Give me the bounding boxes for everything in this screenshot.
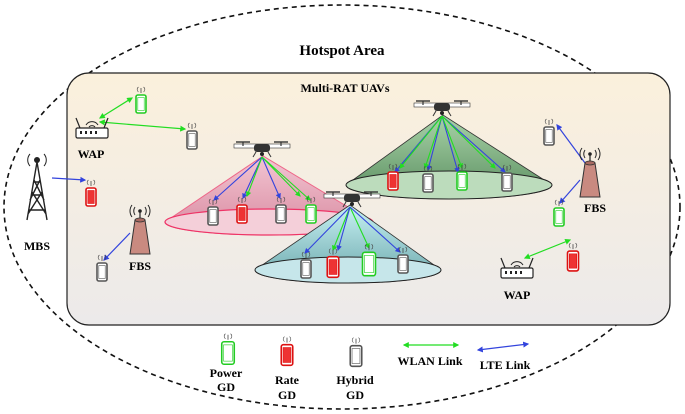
phone-icon [207, 198, 219, 226]
legend-hybrid-line2: GD [346, 388, 364, 402]
wlan-link [523, 238, 572, 260]
wap-label: WAP [504, 288, 531, 302]
phone-icon [135, 86, 147, 114]
ground-devices [85, 86, 580, 368]
femtocell-icon [129, 204, 151, 255]
phone-icon [553, 199, 565, 227]
legend-power-line2: GD [217, 380, 235, 394]
phone-icon [397, 246, 409, 274]
legend-hybrid-line1: Hybrid [336, 373, 374, 387]
fbs-label: FBS [129, 259, 151, 273]
phone-icon [422, 165, 434, 193]
legend-lte-label: LTE Link [480, 358, 531, 372]
phone-icon [361, 243, 377, 277]
legend: Power GD Rate GD Hybrid GD WLAN Link LTE… [210, 341, 531, 402]
phone-icon [326, 248, 340, 279]
legend-rate-line2: GD [278, 388, 296, 402]
mbs-label: MBS [24, 239, 50, 253]
router-icon [75, 117, 109, 139]
fbs-label: FBS [584, 201, 606, 215]
tower-icon [26, 153, 48, 221]
phone-icon [305, 196, 317, 224]
lte-link [51, 176, 87, 183]
phone-icon [456, 163, 468, 191]
legend-rate-line1: Rate [275, 373, 300, 387]
phone-icon [186, 122, 198, 150]
antenna-icon [351, 337, 361, 345]
phone-icon [300, 251, 312, 279]
phone-icon [566, 242, 580, 272]
phone-icon [220, 333, 236, 366]
femtocell-icon [579, 147, 601, 198]
legend-lte-arrow [476, 341, 530, 353]
router-icon [500, 257, 534, 279]
wap-label: WAP [78, 147, 105, 161]
phone-icon [387, 163, 399, 191]
legend-power-line1: Power [210, 366, 243, 380]
phone-icon [280, 336, 294, 367]
legend-wlan-label: WLAN Link [397, 354, 462, 368]
uav-area-title: Multi-RAT UAVs [300, 81, 389, 95]
lte-link [103, 232, 131, 261]
lte-link [559, 179, 581, 204]
wlan-link [98, 119, 187, 132]
phone-icon [85, 179, 97, 207]
phone-icon [275, 196, 287, 224]
wlan-link [98, 97, 134, 119]
antenna-icon [282, 336, 292, 344]
antenna-icon [223, 333, 233, 341]
phone-icon [543, 118, 555, 146]
phone-icon [349, 337, 363, 368]
hotspot-boundary [3, 4, 681, 410]
phone-icon [236, 196, 248, 224]
phone-icon [96, 254, 108, 282]
hotspot-title: Hotspot Area [299, 43, 385, 59]
uav-area-box [66, 72, 671, 326]
phone-icon [501, 164, 513, 192]
